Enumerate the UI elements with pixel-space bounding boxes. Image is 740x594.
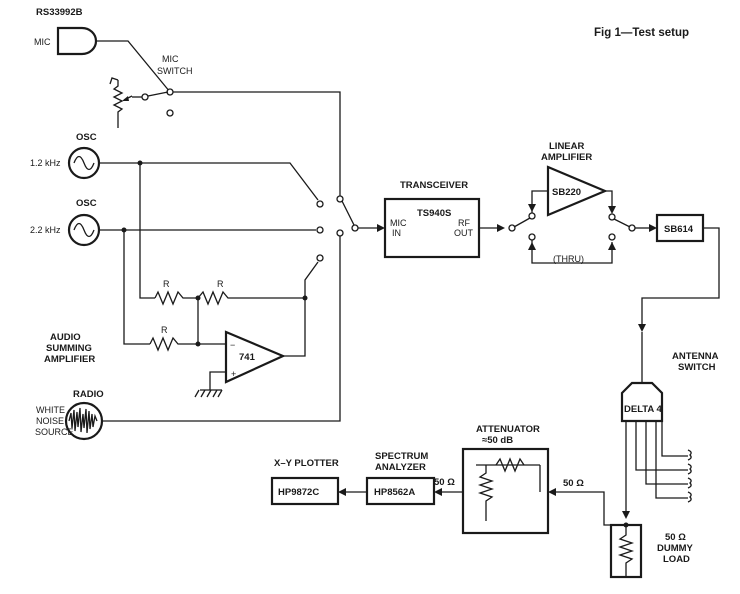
mic-label: MIC — [34, 37, 51, 47]
xy-plotter-label: X–Y PLOTTER — [274, 458, 339, 469]
ohm-left-label: 50 Ω — [434, 477, 455, 488]
attenuator-label-2: ≈50 dB — [482, 435, 513, 446]
antenna-switch-label-1: ANTENNA — [672, 351, 719, 362]
sb614-output-wire — [641, 227, 720, 325]
potentiometer — [112, 80, 124, 128]
osc-top-label: OSC — [76, 132, 97, 143]
rf-out-label-1: RF — [458, 218, 470, 228]
figure-title: Fig 1—Test setup — [594, 27, 689, 39]
resistor-1-label: R — [163, 279, 170, 289]
transceiver-box — [383, 197, 481, 259]
arrow-icon — [622, 511, 630, 519]
osc-bottom-label: OSC — [76, 198, 97, 209]
audio-amp-label-1: AUDIO — [50, 332, 81, 343]
ground-icon — [194, 389, 223, 398]
arrow-icon — [638, 324, 646, 332]
antenna-port-4 — [687, 491, 692, 503]
resistor-2-label: R — [217, 279, 224, 289]
antenna-port-1 — [687, 449, 692, 461]
sample-wire — [555, 491, 626, 526]
mic-wire — [96, 40, 171, 93]
amp-switch-out-blade — [613, 218, 631, 228]
transceiver-model: TS940S — [417, 208, 451, 219]
linear-amp-label-2: AMPLIFIER — [541, 152, 592, 163]
mic-switch-blade — [147, 91, 169, 97]
noise-wire — [102, 236, 341, 422]
attenuator-label-1: ATTENUATOR — [476, 424, 540, 435]
resistor-1 — [154, 290, 198, 306]
op-amp-minus: − — [230, 340, 235, 350]
thru-label: (THRU) — [553, 254, 584, 264]
antenna-port-3 — [687, 477, 692, 489]
op-amp-plus: + — [231, 369, 236, 379]
op-amp-741 — [224, 330, 286, 384]
linear-amp-model: SB220 — [552, 187, 581, 198]
white-noise-label-2: NOISE — [36, 416, 64, 426]
audio-amp-label-2: SUMMING — [46, 343, 92, 354]
mic-switch-output-wire — [173, 91, 341, 196]
white-noise-label-1: WHITE — [36, 405, 65, 415]
op-amp-label: 741 — [239, 352, 256, 363]
delta-4-label: DELTA 4 — [624, 404, 663, 415]
ohm-right-label: 50 Ω — [563, 478, 584, 489]
spectrum-label-2: ANALYZER — [375, 462, 426, 473]
rf-out-label-2: OUT — [454, 228, 474, 238]
source-switch-common — [351, 224, 359, 232]
microphone-symbol — [56, 26, 98, 56]
mic-part-label: RS33992B — [36, 7, 83, 18]
white-noise-label-3: SOURCE — [35, 427, 74, 437]
dummy-load-label-3: LOAD — [663, 554, 690, 565]
delta-4-antenna-switch — [620, 381, 664, 423]
spectrum-label-1: SPECTRUM — [375, 451, 428, 462]
sb614-label: SB614 — [664, 224, 694, 235]
sb614-box — [655, 213, 705, 243]
spectrum-analyzer-model: HP8562A — [374, 487, 415, 498]
mic-switch-label-1: MIC — [162, 54, 179, 64]
dummy-load-label-1: 50 Ω — [665, 532, 686, 543]
attenuator-series-resistor — [495, 457, 525, 473]
linear-amp-label-1: LINEAR — [549, 141, 585, 152]
resistor-2 — [197, 290, 305, 306]
attenuator-box — [461, 447, 550, 535]
resistor-3 — [149, 336, 198, 352]
xy-plotter-model: HP9872C — [278, 487, 319, 498]
op-amp-output-wire — [283, 298, 306, 357]
dummy-load-resistor — [617, 525, 635, 577]
spectrum-analyzer-box — [365, 476, 436, 506]
resistor-3-label: R — [161, 325, 168, 335]
xy-plotter-box — [270, 476, 340, 506]
mic-switch-contact-b — [166, 109, 174, 117]
attenuator-shunt-resistor — [477, 465, 495, 521]
audio-amp-label-3: AMPLIFIER — [44, 354, 95, 365]
antenna-port-2 — [687, 463, 692, 475]
radio-label: RADIO — [73, 389, 104, 400]
osc-bottom-freq: 2.2 kHz — [30, 225, 61, 235]
arrow-icon — [377, 224, 385, 232]
noise-waveform-icon — [68, 407, 98, 434]
dummy-load-label-2: DUMMY — [657, 543, 694, 554]
antenna-switch-label-2: SWITCH — [678, 362, 716, 373]
wiper-arrow-icon — [122, 96, 129, 101]
source-switch-blade — [341, 200, 355, 226]
arrow-icon — [497, 224, 505, 232]
arrow-icon — [338, 488, 346, 496]
osc-1.2khz-wire — [99, 162, 319, 201]
amp-switch-in-blade — [513, 217, 531, 228]
arrow-icon — [434, 488, 442, 496]
mic-switch-label-2: SWITCH — [157, 66, 193, 76]
sine-wave-icon — [73, 222, 95, 238]
arrow-icon — [649, 224, 657, 232]
mic-in-label-1: MIC — [390, 218, 407, 228]
osc-top-freq: 1.2 kHz — [30, 158, 61, 168]
arrow-icon — [548, 488, 556, 496]
mic-switch-contact-common — [141, 93, 149, 101]
transceiver-label: TRANSCEIVER — [400, 180, 468, 191]
sine-wave-icon — [73, 155, 95, 171]
mic-in-label-2: IN — [392, 228, 401, 238]
thru-bypass-wire — [531, 240, 613, 264]
